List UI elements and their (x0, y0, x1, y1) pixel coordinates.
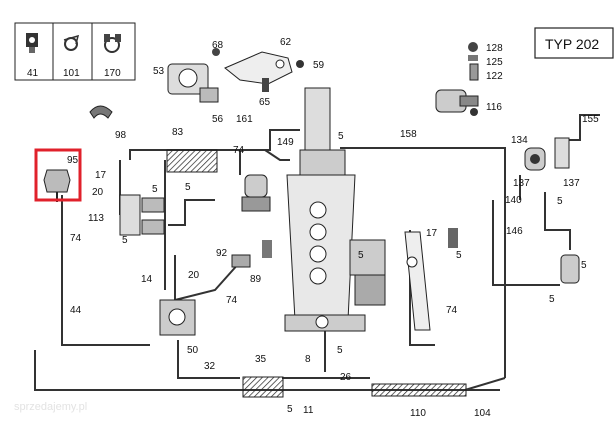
vacuum-valve-assembly (167, 48, 220, 103)
part-label-155: 155 (582, 114, 599, 125)
part-label-110: 110 (410, 408, 426, 419)
parts-legend: 41 101 170 (14, 22, 136, 81)
part-label-140: 140 (505, 195, 522, 206)
part-label-149: 149 (277, 137, 294, 148)
part-label-137b: 137 (563, 178, 580, 189)
part-label-14: 14 (141, 274, 153, 285)
part-label-116: 116 (486, 102, 502, 113)
part-label-5-top: 5 (338, 131, 344, 142)
part-label-35: 35 (255, 354, 267, 365)
part-label-158: 158 (400, 129, 417, 140)
retaining-clip-icon (63, 34, 80, 51)
part-label-62: 62 (280, 37, 292, 48)
part-label-5-mid: 5 (185, 182, 191, 193)
part-label-44: 44 (70, 305, 82, 316)
part-label-5-17: 5 (152, 184, 158, 195)
part-label-89: 89 (250, 274, 262, 285)
valve-134 (524, 137, 570, 171)
part-label-59: 59 (313, 60, 325, 71)
part-label-17b: 17 (426, 228, 438, 239)
part-label-5-right2: 5 (549, 294, 555, 305)
part-label-5-eng: 5 (358, 250, 364, 261)
part-label-125: 125 (486, 57, 503, 68)
highlight-frame (34, 148, 82, 202)
part-label-5-113: 5 (122, 235, 128, 246)
vacuum-reservoir-95 (43, 169, 71, 202)
part-label-65: 65 (259, 97, 271, 108)
part-label-74-left: 74 (70, 233, 82, 244)
small-parts-stack (468, 42, 479, 81)
part-label-8: 8 (305, 354, 311, 365)
part-label-104: 104 (474, 408, 491, 419)
valve-116 (435, 89, 479, 116)
bracket-17 (404, 228, 458, 331)
part-label-98: 98 (115, 130, 127, 141)
part-label-5-bot: 5 (287, 404, 293, 415)
part-label-161: 161 (236, 114, 253, 125)
part-label-17: 17 (95, 170, 107, 181)
part-label-5-140: 5 (557, 196, 563, 207)
part-label-68: 68 (212, 40, 224, 51)
type-title: TYP 202 (545, 36, 599, 52)
part-label-137a: 137 (513, 178, 530, 189)
part-label-74-mid: 74 (226, 295, 238, 306)
vacuum-pump-50 (159, 299, 196, 336)
part-label-92: 92 (216, 248, 228, 259)
part-label-83: 83 (172, 127, 184, 138)
part-label-95: 95 (67, 155, 79, 166)
hose-clamp-part (89, 105, 113, 119)
part-label-74-right: 74 (446, 305, 458, 316)
part-label-113: 113 (88, 213, 104, 224)
damper-83 (166, 149, 218, 173)
vacuum-pump-bracket (224, 51, 304, 92)
part-label-74-top: 74 (233, 145, 245, 156)
damper-35 (242, 376, 284, 398)
part-label-20b: 20 (188, 270, 200, 281)
type-box: TYP 202 (534, 27, 614, 59)
vacuum-unit-right (349, 239, 386, 306)
part-label-53: 53 (153, 66, 165, 77)
part-label-5-8: 5 (337, 345, 343, 356)
injection-pump (284, 87, 366, 332)
part-label-5-right: 5 (581, 260, 587, 271)
part-label-56: 56 (212, 114, 224, 125)
part-label-134: 134 (511, 135, 528, 146)
part-label-11: 11 (303, 405, 314, 416)
valve-146 (560, 254, 580, 284)
part-label-32: 32 (204, 361, 216, 372)
part-label-26: 26 (340, 372, 352, 383)
valve-block-113 (119, 194, 165, 236)
legend-label-41: 41 (27, 68, 39, 79)
legend-label-101: 101 (63, 68, 80, 79)
valve-74 (241, 174, 271, 212)
part-label-146: 146 (506, 226, 523, 237)
valve-92 (231, 240, 272, 268)
legend-label-170: 170 (104, 68, 121, 79)
part-label-5-17b: 5 (456, 250, 462, 261)
part-label-20: 20 (92, 187, 104, 198)
part-label-50: 50 (187, 345, 199, 356)
part-labels: 68 62 59 53 56 65 98 128 125 122 116 83 … (67, 37, 599, 419)
part-label-122: 122 (486, 71, 503, 82)
watermark: sprzedajemy.pl (14, 401, 87, 413)
part-label-128: 128 (486, 43, 503, 54)
hose-clamp-icon (104, 34, 121, 53)
damper-110 (371, 383, 467, 397)
clip-icon (26, 33, 38, 53)
